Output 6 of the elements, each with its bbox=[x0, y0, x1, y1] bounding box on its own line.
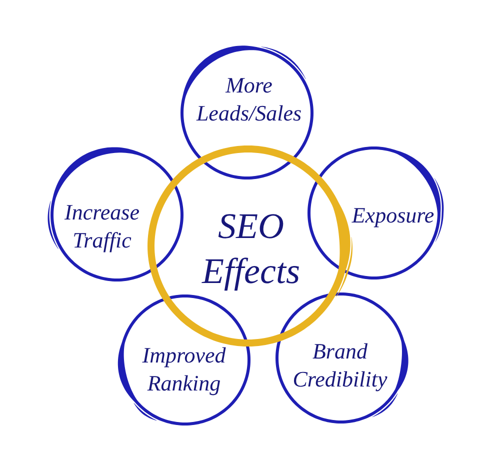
node-label: Increase Traffic bbox=[64, 198, 140, 254]
hub-title: SEO Effects bbox=[202, 205, 300, 293]
node-label: Brand Credibility bbox=[292, 338, 388, 392]
node-label: Improved Ranking bbox=[142, 342, 226, 396]
node-label: More Leads/Sales bbox=[196, 72, 302, 126]
node-label: Exposure bbox=[352, 201, 434, 229]
